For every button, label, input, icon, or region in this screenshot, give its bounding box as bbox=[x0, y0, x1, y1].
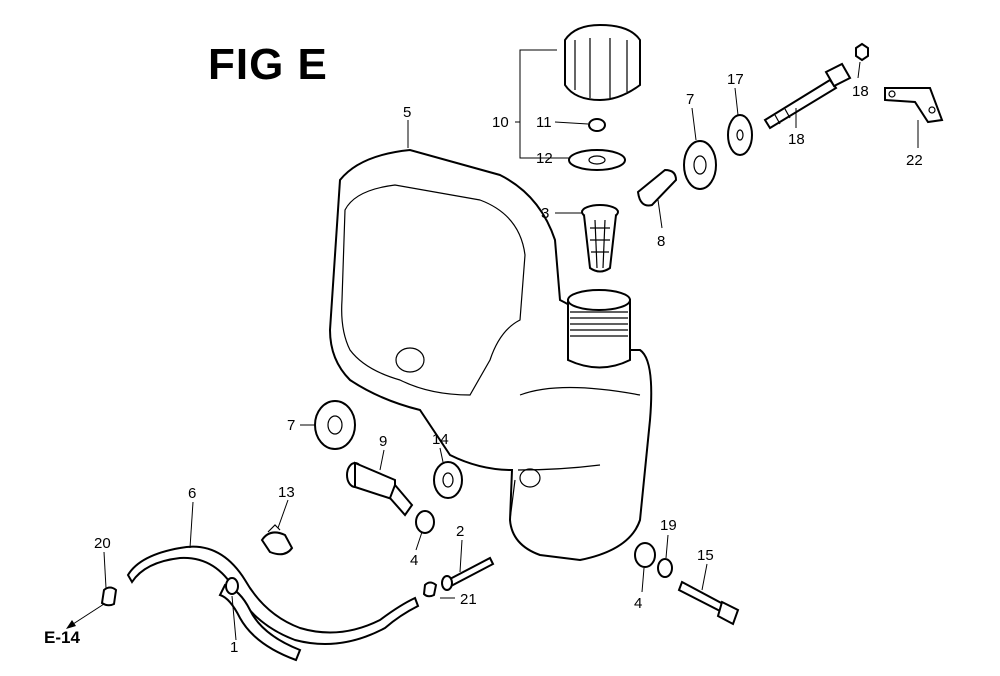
callout-14: 14 bbox=[432, 431, 449, 448]
callout-3: 3 bbox=[541, 205, 549, 222]
nut bbox=[855, 42, 869, 62]
fuel-cap bbox=[564, 23, 641, 102]
callout-19: 19 bbox=[660, 517, 677, 534]
callout-8: 8 bbox=[657, 233, 665, 250]
callout-17: 17 bbox=[727, 71, 744, 88]
clip-21 bbox=[422, 581, 438, 598]
fuel-tube bbox=[126, 545, 420, 645]
callout-7-lower: 7 bbox=[287, 417, 295, 434]
figure-title: FIG E bbox=[208, 40, 328, 89]
callout-18-bolt: 18 bbox=[788, 131, 805, 148]
bolt-short bbox=[441, 556, 495, 591]
vent-tube bbox=[636, 168, 678, 207]
hose-clamp bbox=[260, 524, 294, 556]
fuel-strainer bbox=[581, 204, 619, 273]
washer bbox=[727, 114, 753, 156]
callout-1: 1 bbox=[230, 639, 238, 656]
filler-neck bbox=[567, 289, 631, 369]
callout-7-upper: 7 bbox=[686, 91, 694, 108]
callout-4-right: 4 bbox=[634, 595, 642, 612]
callout-13: 13 bbox=[278, 484, 295, 501]
callout-9: 9 bbox=[379, 433, 387, 450]
callout-2: 2 bbox=[456, 523, 464, 540]
callout-12: 12 bbox=[536, 150, 553, 167]
callout-21: 21 bbox=[460, 591, 477, 608]
callout-11: 11 bbox=[536, 114, 552, 131]
bolt-long bbox=[677, 580, 740, 626]
washer-19 bbox=[657, 558, 673, 578]
flange-bolt bbox=[763, 62, 852, 130]
collar-right bbox=[634, 542, 656, 568]
callout-22: 22 bbox=[906, 152, 923, 169]
callout-labels: 1 2 3 4 4 5 6 7 7 8 9 10 11 12 13 14 15 … bbox=[94, 71, 923, 656]
filler-neck-threads bbox=[570, 311, 628, 337]
callout-10: 10 bbox=[492, 114, 509, 131]
grommet-lower bbox=[314, 400, 356, 450]
collar-left bbox=[415, 510, 435, 534]
clip-20 bbox=[100, 586, 118, 607]
grommet-upper bbox=[683, 140, 717, 190]
callout-4-left: 4 bbox=[410, 552, 418, 569]
callout-20: 20 bbox=[94, 535, 111, 552]
reference-label-e14: E-14 bbox=[44, 628, 80, 647]
fuel-tank bbox=[328, 148, 653, 562]
callout-6: 6 bbox=[188, 485, 196, 502]
fuel-joint bbox=[346, 461, 414, 517]
callout-5: 5 bbox=[403, 104, 411, 121]
cap-gasket bbox=[568, 149, 626, 171]
stay-bracket bbox=[884, 87, 944, 124]
cushion bbox=[433, 461, 463, 499]
cap-packing bbox=[588, 118, 606, 132]
callout-18-nut: 18 bbox=[852, 83, 869, 100]
leader-lines bbox=[66, 49, 919, 641]
callout-15: 15 bbox=[697, 547, 714, 564]
